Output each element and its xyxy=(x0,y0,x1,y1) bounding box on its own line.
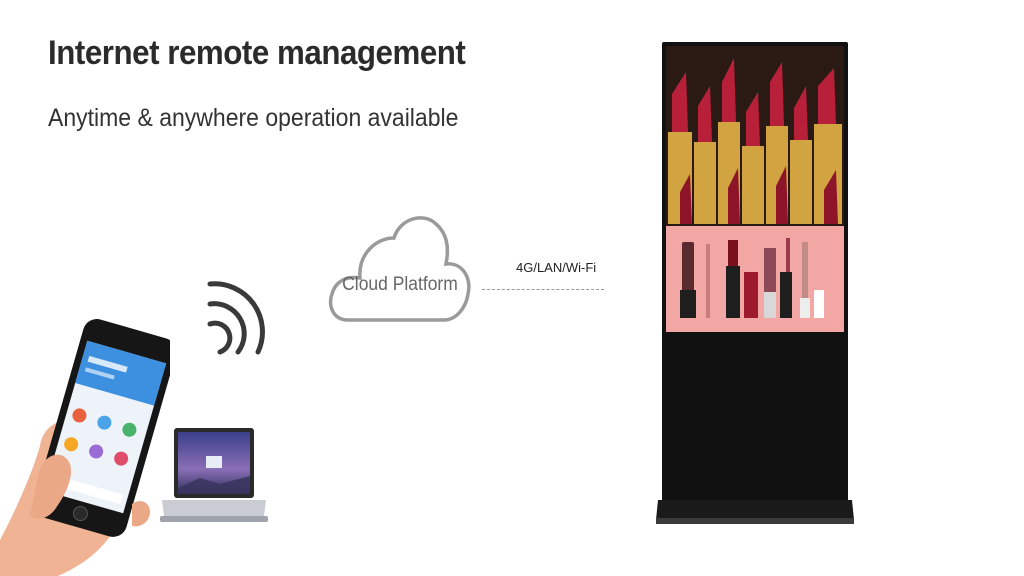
page-subtitle: Anytime & anywhere operation available xyxy=(48,104,459,132)
laptop-icon xyxy=(160,428,268,522)
connection-dashed-line xyxy=(482,289,604,290)
smartphone-icon xyxy=(0,319,170,576)
wifi-signal-icon xyxy=(207,281,265,355)
digital-signage-kiosk xyxy=(656,42,854,524)
page-title: Internet remote management xyxy=(48,34,466,72)
cloud-icon xyxy=(328,216,471,322)
cloud-platform-label: Cloud Platform xyxy=(342,274,458,295)
connection-label: 4G/LAN/Wi-Fi xyxy=(516,260,597,275)
